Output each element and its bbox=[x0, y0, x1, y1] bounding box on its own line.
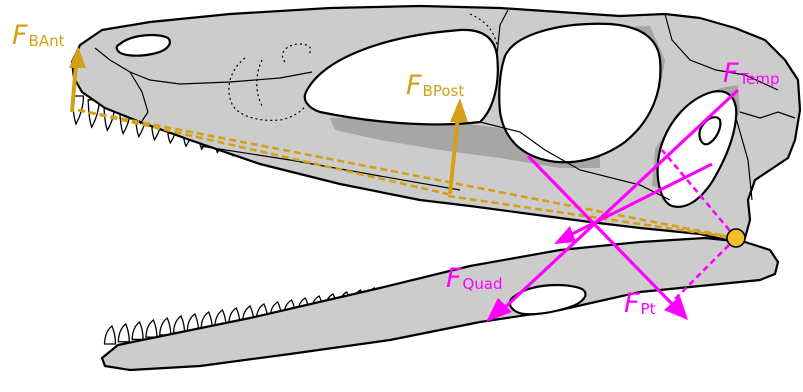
label-f-quad-symbol: F bbox=[446, 263, 462, 294]
label-f-pt: FPt bbox=[624, 290, 655, 317]
label-f-temp-subscript: Temp bbox=[740, 70, 780, 88]
label-f-quad-subscript: Quad bbox=[463, 275, 503, 293]
label-f-pt-symbol: F bbox=[624, 288, 640, 319]
cranium bbox=[72, 6, 800, 242]
label-f-pt-subscript: Pt bbox=[641, 300, 656, 318]
label-f-quad: FQuad bbox=[446, 265, 503, 292]
label-f-temp-symbol: F bbox=[723, 58, 739, 89]
label-f-bpost: FBPost bbox=[406, 72, 464, 99]
label-f-bant-symbol: F bbox=[12, 20, 28, 51]
lower-tooth bbox=[132, 322, 143, 339]
label-f-bant: FBAnt bbox=[12, 22, 64, 49]
lower-tooth bbox=[174, 316, 185, 333]
lower-tooth bbox=[118, 324, 129, 342]
lower-tooth bbox=[160, 318, 171, 335]
label-f-temp: FTemp bbox=[723, 60, 780, 87]
force-quad-arrowhead bbox=[554, 226, 576, 244]
jaw-joint bbox=[727, 229, 745, 247]
lower-tooth bbox=[105, 326, 116, 344]
label-f-bant-subscript: BAnt bbox=[29, 32, 65, 50]
label-f-bpost-symbol: F bbox=[406, 70, 422, 101]
lower-tooth bbox=[146, 320, 157, 337]
label-f-bpost-subscript: BPost bbox=[423, 82, 465, 100]
